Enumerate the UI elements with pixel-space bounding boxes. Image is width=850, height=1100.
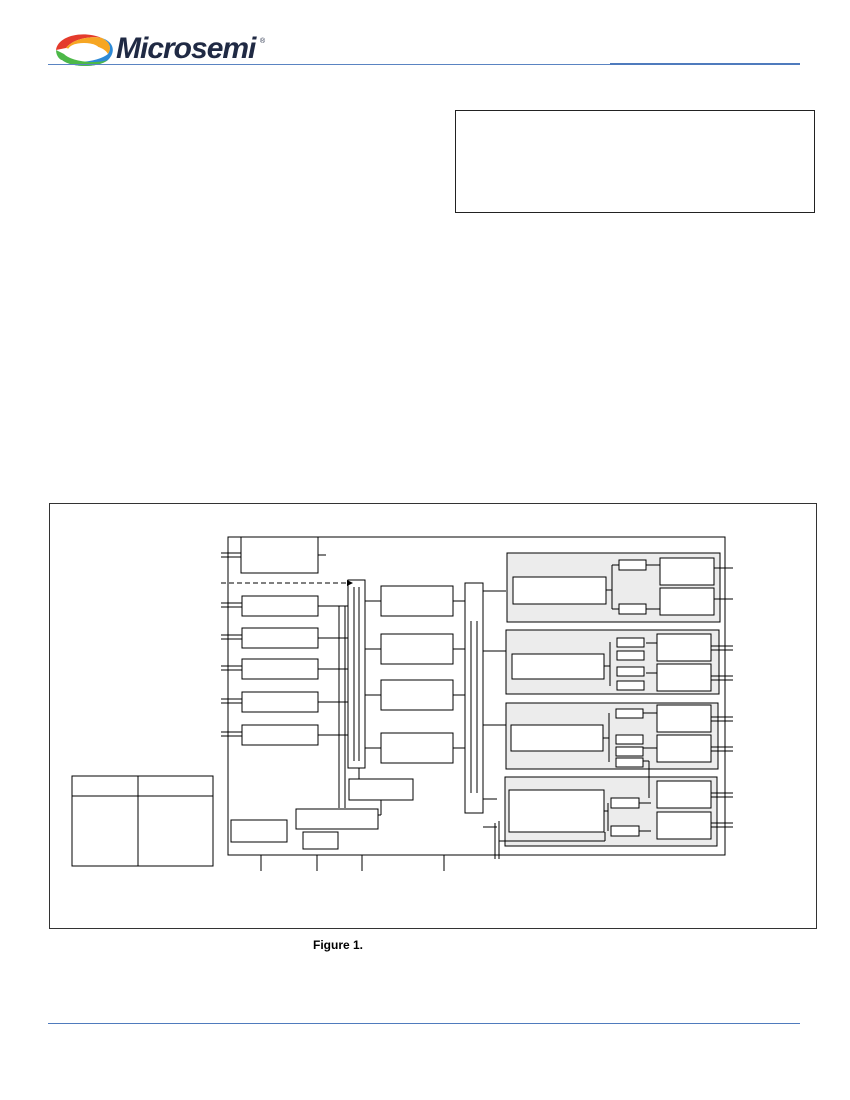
block-input-3 [241,658,319,680]
block-input-1 [241,595,319,617]
block-mid-4 [380,732,454,764]
logo-swirl-icon [56,34,113,66]
logo-trademark: ® [260,38,266,45]
header-divider [48,64,800,65]
block-input-5 [241,724,319,746]
logo-wordmark: Microsemi [116,32,256,65]
block-input-4 [241,691,319,713]
block-control [348,778,414,801]
crossbar-2 [464,582,484,814]
figure-frame [49,503,817,929]
block-top-left [240,536,319,574]
block-input-2 [241,627,319,649]
block-mid-1 [380,585,454,617]
chip-outline [227,536,726,856]
page-header: Microsemi ® [0,0,850,70]
header-divider-accent [610,63,800,65]
block-diagram [71,536,733,871]
crossbar-1 [347,579,366,769]
block-bottom-left [230,819,288,843]
legend-table [71,775,214,867]
block-small [302,831,339,850]
block-mid-3 [380,679,454,711]
microsemi-logo: Microsemi ® [52,28,272,68]
block-mid-2 [380,633,454,665]
info-box [455,110,815,213]
footer-divider [48,1023,800,1024]
figure-caption: Figure 1. [313,938,364,952]
block-bus [295,808,379,830]
